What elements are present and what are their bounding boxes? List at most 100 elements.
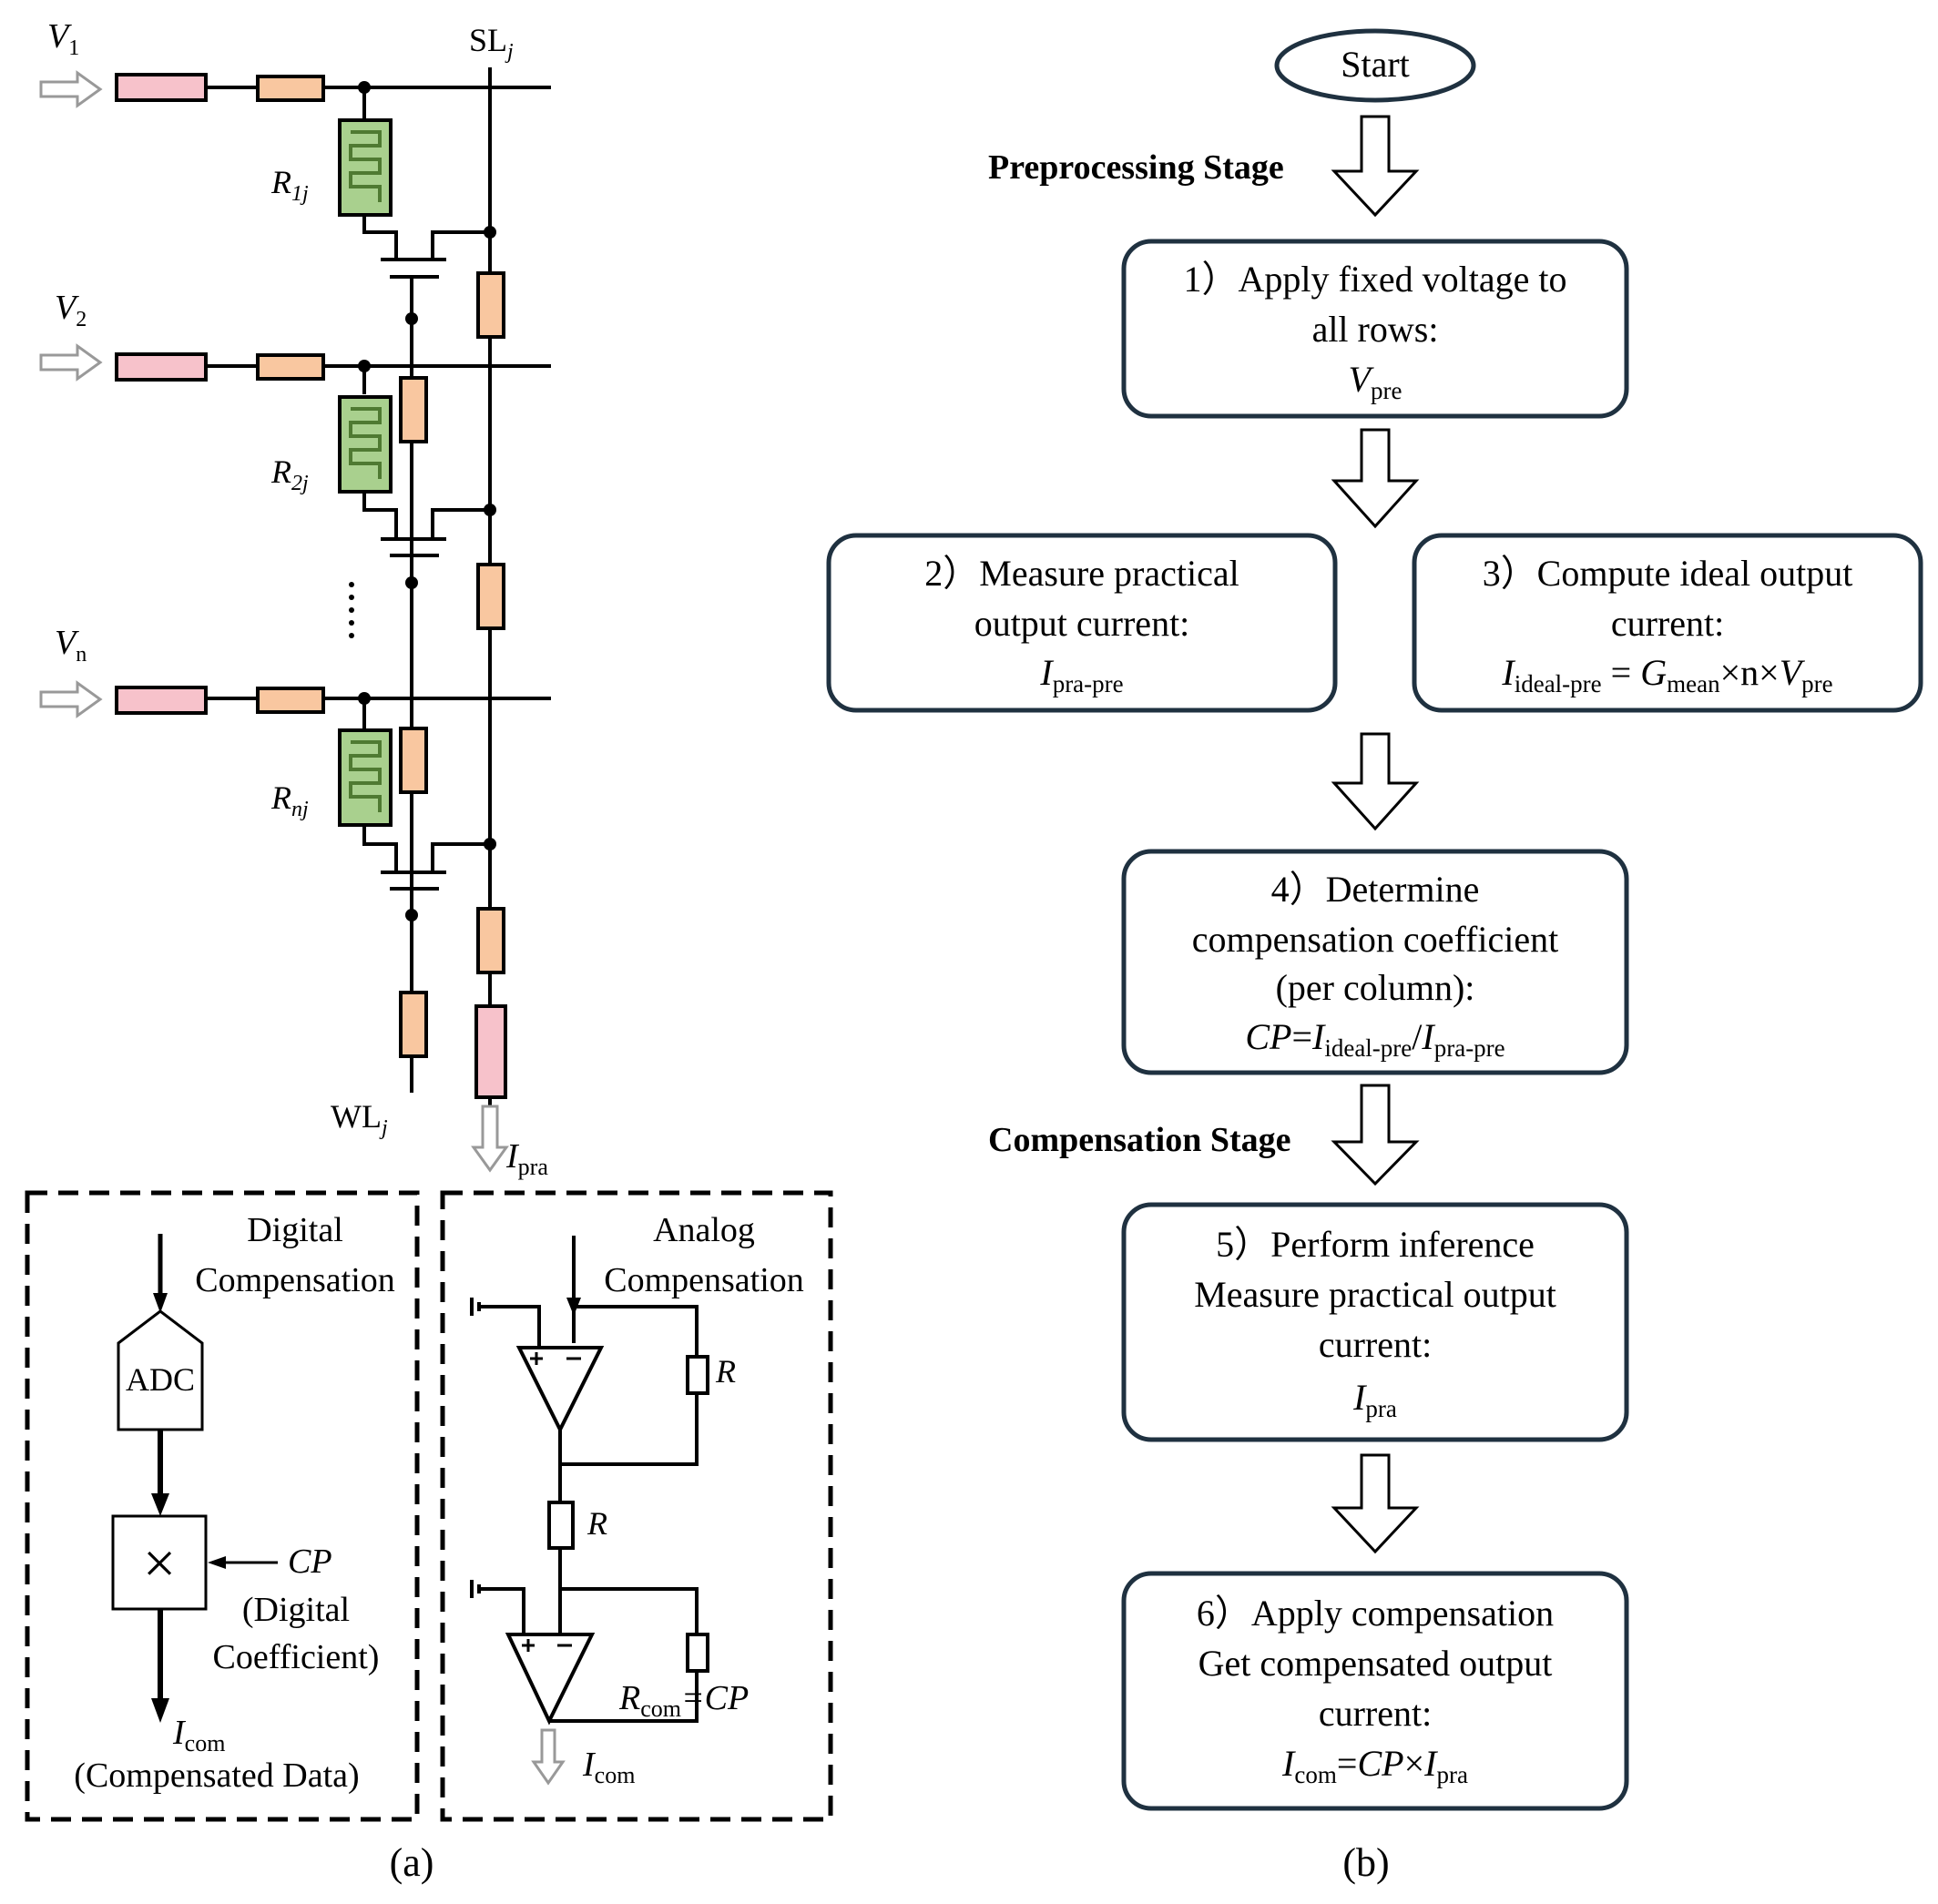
- svg-text:Vpre: Vpre: [1349, 359, 1402, 404]
- memristors: [338, 118, 393, 827]
- analog-title-2: Compensation: [604, 1261, 804, 1299]
- svg-text:current:: current:: [1319, 1324, 1432, 1365]
- step-5-box: [1121, 1202, 1629, 1442]
- sl-resistor-3: [476, 907, 505, 974]
- adc-block: [117, 1309, 204, 1431]
- arrow-0: [1331, 115, 1420, 218]
- input-resistor-1: [115, 73, 208, 102]
- memristor-1: [338, 118, 393, 217]
- digital-compensation-diagram: Digital Compensation ADC × CP (Digital C…: [74, 1211, 394, 1795]
- input-resistor-2: [115, 352, 208, 382]
- output-current-arrow: [471, 1105, 509, 1173]
- svg-text:output current:: output current:: [974, 603, 1190, 644]
- step-boxes: [826, 239, 1923, 1811]
- memristor-n: [338, 728, 393, 827]
- stage-preprocessing: Preprocessing Stage: [988, 148, 1284, 187]
- digital-title-2: Compensation: [195, 1261, 395, 1299]
- compensated-data-note: (Compensated Data): [74, 1756, 359, 1795]
- feedback-resistor-com: [686, 1633, 709, 1673]
- feedback-r-label: R: [715, 1353, 736, 1390]
- step-2-box: [826, 533, 1338, 713]
- series-resistor: [547, 1501, 575, 1550]
- flow-arrows: [1331, 115, 1420, 1554]
- input-arrow-1: [39, 70, 103, 108]
- svg-text:Get compensated output: Get compensated output: [1198, 1643, 1553, 1684]
- svg-text:5）Perform inference: 5）Perform inference: [1216, 1224, 1535, 1265]
- svg-text:CP=Iideal-pre/Ipra-pre: CP=Iideal-pre/Ipra-pre: [1245, 1016, 1504, 1062]
- svg-text:6）Apply compensation: 6）Apply compensation: [1197, 1593, 1554, 1634]
- coefficient-line-2: Coefficient): [213, 1638, 380, 1676]
- svg-text:current:: current:: [1319, 1693, 1432, 1734]
- svg-text:Iideal-pre = Gmean×n×Vpre: Iideal-pre = Gmean×n×Vpre: [1501, 652, 1832, 697]
- junction-dots: [358, 81, 496, 921]
- start-label: Start: [1341, 44, 1410, 85]
- svg-text:(per column):: (per column):: [1276, 967, 1475, 1008]
- arrow-2: [1331, 732, 1420, 831]
- svg-text:V2: V2: [55, 289, 87, 331]
- step-1-box: [1121, 239, 1629, 419]
- step-4-text: 4）Determine compensation coefficient (pe…: [1192, 869, 1558, 1062]
- analog-compensation-panel: [440, 1190, 833, 1822]
- svg-text:V1: V1: [47, 17, 79, 60]
- svg-text:Ipra: Ipra: [505, 1137, 548, 1180]
- wire-resistor-1: [256, 75, 325, 102]
- step-3-text: 3）Compute ideal output current: Iideal-p…: [1483, 553, 1853, 697]
- digital-title-1: Digital: [247, 1211, 343, 1249]
- coefficient-line-1: (Digital: [242, 1591, 350, 1629]
- input-arrow-2: [39, 343, 103, 382]
- analog-title-1: Analog: [653, 1211, 755, 1249]
- analog-output-label: Icom: [582, 1746, 635, 1788]
- multiply-symbol: ×: [143, 1531, 176, 1595]
- svg-text:3）Compute ideal output: 3）Compute ideal output: [1483, 553, 1853, 594]
- analog-labels: Analog Compensation R R Rcom=CP Icom: [582, 1211, 804, 1788]
- arrow-3: [1331, 1084, 1420, 1186]
- cp-label: CP: [288, 1543, 332, 1581]
- start-terminal: [1274, 28, 1476, 103]
- svg-text:Icom=CP×Ipra: Icom=CP×Ipra: [1281, 1743, 1468, 1788]
- wl-resistor-2: [399, 727, 428, 794]
- rows-ellipsis: [349, 582, 354, 638]
- svg-text:Rnj: Rnj: [270, 779, 309, 821]
- step-3-box: [1412, 533, 1923, 713]
- step-5-text: 5）Perform inference Measure practical ou…: [1194, 1224, 1556, 1422]
- svg-text:compensation coefficient: compensation coefficient: [1192, 919, 1558, 960]
- sl-resistor-1: [476, 271, 505, 339]
- digital-compensation-panel: [25, 1190, 420, 1822]
- svg-text:R1j: R1j: [270, 164, 309, 206]
- analog-compensation-diagram: [470, 1236, 709, 1726]
- arrow-4: [1331, 1453, 1420, 1554]
- step-6-text: 6）Apply compensation Get compensated out…: [1197, 1593, 1554, 1788]
- caption-a: (a): [390, 1840, 434, 1885]
- svg-text:Measure practical output: Measure practical output: [1194, 1274, 1556, 1315]
- svg-text:SLj: SLj: [469, 22, 514, 64]
- opamp-1: [515, 1346, 605, 1434]
- wl-resistor-3: [399, 991, 428, 1058]
- series-r-label: R: [586, 1505, 607, 1542]
- digital-output-label: Icom: [172, 1714, 225, 1756]
- rcom-label: Rcom=CP: [618, 1679, 749, 1722]
- input-arrows: [39, 70, 103, 718]
- svg-text:Vn: Vn: [55, 624, 87, 667]
- svg-text:4）Determine: 4）Determine: [1271, 869, 1480, 910]
- wl-resistor-1: [399, 376, 428, 443]
- step-2-text: 2）Measure practical output current: Ipra…: [924, 553, 1239, 697]
- row-resistors: [115, 73, 507, 1099]
- svg-text:current:: current:: [1611, 603, 1724, 644]
- input-arrow-n: [39, 680, 103, 718]
- memristor-2: [338, 395, 393, 494]
- wire-resistor-2: [256, 353, 325, 381]
- sl-input-resistor: [474, 1004, 507, 1099]
- step-6-box: [1121, 1571, 1629, 1811]
- analog-output-arrow: [531, 1728, 566, 1786]
- svg-text:Ipra: Ipra: [1352, 1377, 1397, 1422]
- svg-text:2）Measure practical: 2）Measure practical: [924, 553, 1239, 594]
- wire-resistor-n: [256, 687, 325, 714]
- svg-text:WLj: WLj: [331, 1098, 388, 1140]
- svg-text:R2j: R2j: [270, 453, 309, 495]
- feedback-resistor-1: [686, 1355, 709, 1395]
- svg-text:1）Apply fixed voltage to: 1）Apply fixed voltage to: [1183, 259, 1566, 300]
- svg-text:Ipra-pre: Ipra-pre: [1039, 652, 1123, 697]
- step-1-text: 1）Apply fixed voltage to all rows: Vpre: [1183, 259, 1566, 404]
- step-4-box: [1121, 849, 1629, 1075]
